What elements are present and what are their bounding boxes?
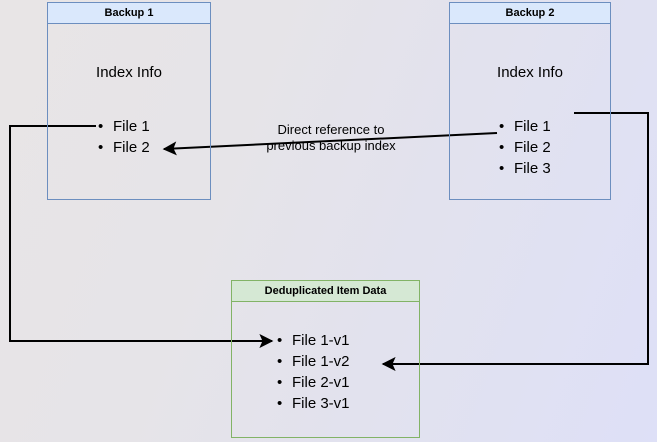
- edge-label-line-1: Direct reference to: [277, 122, 385, 137]
- list-item: File 1-v1: [277, 330, 350, 351]
- node-backup-1-header: Backup 1: [47, 2, 211, 24]
- node-deduplicated-item-data-body: File 1-v1 File 1-v2 File 2-v1 File 3-v1: [231, 302, 420, 438]
- node-backup-1-file-list: File 1 File 2: [98, 116, 150, 158]
- node-deduplicated-item-data-header: Deduplicated Item Data: [231, 280, 420, 302]
- list-item: File 2: [499, 137, 551, 158]
- list-item: File 2: [98, 137, 150, 158]
- list-item: File 1: [499, 116, 551, 137]
- node-deduplicated-file-list: File 1-v1 File 1-v2 File 2-v1 File 3-v1: [277, 330, 350, 414]
- edge-label-line-2: previous backup index: [266, 138, 396, 153]
- node-backup-2-header: Backup 2: [449, 2, 611, 24]
- node-backup-2-index-label: Index Info: [497, 64, 563, 81]
- node-backup-1-body: Index Info File 1 File 2: [47, 24, 211, 200]
- list-item: File 2-v1: [277, 372, 350, 393]
- edge-label-direct-reference: Direct reference to previous backup inde…: [246, 122, 416, 154]
- list-item: File 1-v2: [277, 351, 350, 372]
- list-item: File 1: [98, 116, 150, 137]
- list-item: File 3: [499, 158, 551, 179]
- node-deduplicated-item-data[interactable]: Deduplicated Item Data File 1-v1 File 1-…: [231, 280, 420, 438]
- node-backup-1-index-label: Index Info: [96, 64, 162, 81]
- node-backup-2[interactable]: Backup 2 Index Info File 1 File 2 File 3: [449, 2, 611, 200]
- node-backup-2-file-list: File 1 File 2 File 3: [499, 116, 551, 179]
- node-backup-1[interactable]: Backup 1 Index Info File 1 File 2: [47, 2, 211, 200]
- node-backup-2-body: Index Info File 1 File 2 File 3: [449, 24, 611, 200]
- list-item: File 3-v1: [277, 393, 350, 414]
